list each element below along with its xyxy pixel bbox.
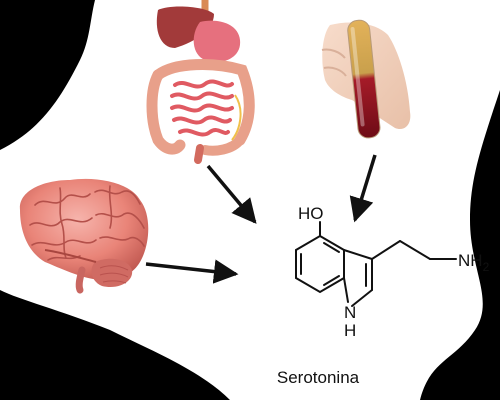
compound-caption: Serotonina — [276, 368, 360, 387]
arrow-blood-to-serotonin — [349, 154, 377, 223]
amine-subscript: 2 — [483, 260, 490, 274]
ring-hydrogen-label: H — [344, 321, 356, 340]
arrow-brain-to-serotonin — [145, 259, 239, 284]
blood-test-tube-icon — [321, 19, 411, 139]
amine-label-text: NH — [458, 251, 483, 270]
brain-icon — [19, 178, 149, 294]
ring-nitrogen-label: N — [344, 303, 356, 322]
hydroxyl-label: HO — [298, 204, 324, 223]
arrow-intestines-to-serotonin — [206, 164, 257, 224]
serotonin-structure — [295, 221, 457, 307]
intestines-icon — [146, 0, 255, 164]
amine-label: NH2 — [458, 251, 490, 274]
